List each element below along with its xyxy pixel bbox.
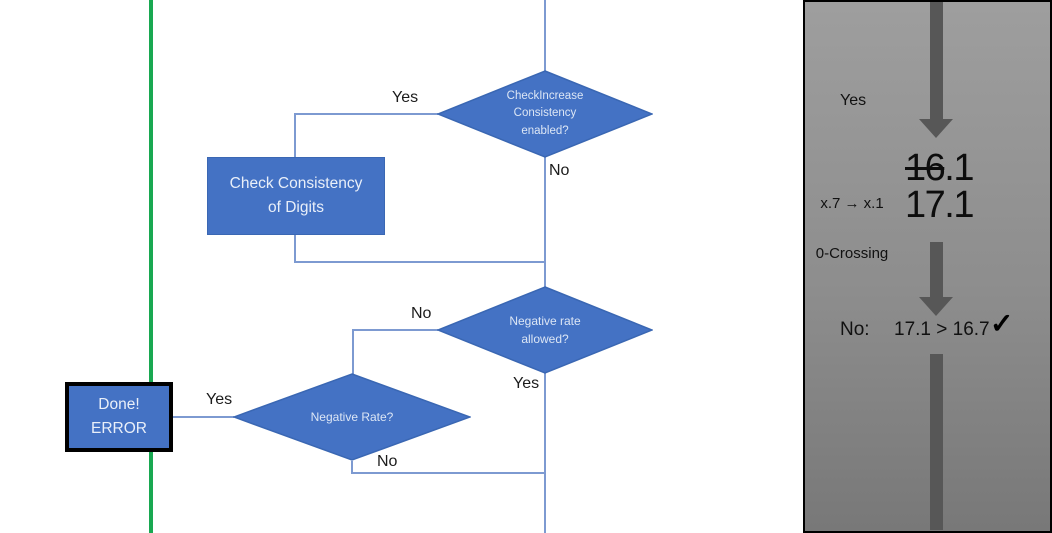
down-arrow-1-shaft bbox=[930, 2, 943, 119]
annotation-panel: Yes x.7 → x.1 0-Crossing 16.1 17.1 No: 1… bbox=[803, 0, 1052, 533]
decision-label: Negative rate allowed? bbox=[509, 314, 581, 346]
process-check-consistency: Check Consistency of Digits bbox=[207, 157, 385, 235]
connector-rect-out-h bbox=[294, 261, 545, 263]
old-value-struck: 16 bbox=[905, 147, 946, 189]
rule-line-1: x.7 → x.1 bbox=[820, 195, 884, 212]
value-comparison: 16.1 17.1 bbox=[905, 147, 974, 226]
connector-no-bottom-h bbox=[351, 472, 545, 474]
new-value: 17.1 bbox=[905, 184, 974, 226]
result-comparison: 17.1 > 16.7 bbox=[894, 319, 990, 340]
rule-line-2: 0-Crossing bbox=[815, 245, 889, 262]
terminator-done-error: Done! ERROR bbox=[65, 382, 173, 452]
panel-yes-label: Yes bbox=[840, 92, 867, 109]
process-label: Check Consistency of Digits bbox=[229, 174, 363, 216]
decision-label: Negative Rate? bbox=[310, 410, 394, 424]
diamond-shape bbox=[233, 373, 471, 461]
result-label: No: bbox=[840, 319, 870, 340]
old-value-rest: .1 bbox=[944, 147, 974, 189]
decision-negative-rate-allowed: Negative rate allowed? bbox=[437, 286, 653, 374]
diamond-shape bbox=[437, 286, 653, 374]
down-arrow-2-head bbox=[919, 297, 953, 316]
rule-text: x.7 → x.1 0-Crossing bbox=[807, 166, 897, 291]
connector-yes-done bbox=[173, 416, 234, 418]
edge-label-no-mid: No bbox=[411, 305, 432, 322]
edge-label-yes-top: Yes bbox=[392, 89, 419, 106]
edge-label-no-bottom: No bbox=[377, 453, 398, 470]
down-arrow-2-shaft bbox=[930, 242, 943, 297]
edge-label-no-top: No bbox=[549, 162, 570, 179]
green-guide-line bbox=[149, 0, 153, 533]
connector-rect-out-v bbox=[294, 235, 296, 263]
old-value: 16.1 bbox=[905, 147, 974, 189]
main-flow-line bbox=[544, 0, 546, 533]
decision-negative-rate: Negative Rate? bbox=[233, 373, 471, 461]
connector-yes-top-v bbox=[294, 113, 296, 158]
connector-yes-top-h bbox=[294, 113, 438, 115]
terminator-label: Done! ERROR bbox=[91, 395, 147, 437]
connector-no-mid-h bbox=[352, 329, 438, 331]
decision-checkincrease-enabled: CheckIncrease Consistency enabled? bbox=[437, 70, 653, 158]
checkmark-icon: ✓ bbox=[990, 308, 1014, 339]
connector-no-bottom-v bbox=[351, 461, 353, 474]
down-arrow-1-head bbox=[919, 119, 953, 138]
edge-label-yes-mid: Yes bbox=[513, 375, 540, 392]
connector-no-mid-v bbox=[352, 329, 354, 374]
down-arrow-3-shaft bbox=[930, 354, 943, 530]
edge-label-yes-done: Yes bbox=[206, 391, 233, 408]
diamond-shape bbox=[437, 70, 653, 158]
decision-label: CheckIncrease Consistency enabled? bbox=[506, 90, 584, 137]
